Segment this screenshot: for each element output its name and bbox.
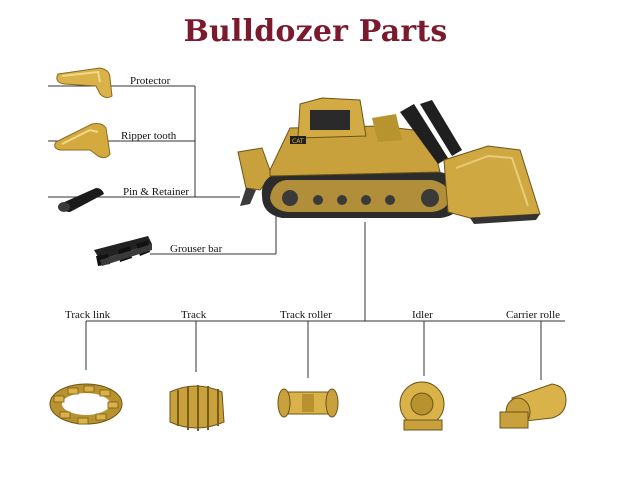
label-protector: Protector [130,75,171,87]
label-grouser-bar: Grouser bar [170,243,223,255]
idler-icon [399,381,445,431]
page-title: Bulldozer Parts [183,14,448,49]
label-track: Track [181,309,207,321]
track-roller-icon [277,388,339,418]
track-link-icon [49,383,123,425]
label-idler: Idler [412,309,433,321]
label-pin-retainer: Pin & Retainer [123,186,189,198]
carrier-roller-icon [499,383,567,429]
ripper-tooth-icon [54,123,111,159]
label-track-roller: Track roller [280,309,332,321]
bulldozer-icon: CAT [237,97,541,224]
label-track-link: Track link [65,309,111,321]
label-carrier-roller: Carrier rolle [506,309,561,321]
protector-icon [56,67,113,99]
cat-badge: CAT [292,138,304,145]
grouser-bar-icon [94,236,152,266]
label-ripper-tooth: Ripper tooth [121,130,177,142]
pin-retainer-icon [58,188,104,212]
track-icon [169,385,225,431]
